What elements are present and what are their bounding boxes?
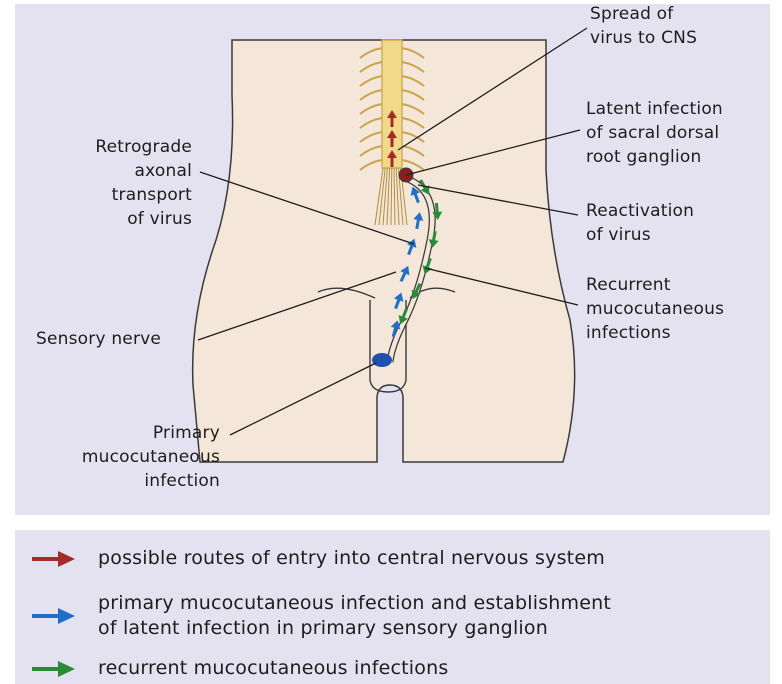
legend-text-primary-2: of latent infection in primary sensory g… bbox=[98, 616, 611, 641]
legend-arrow-red-icon bbox=[30, 549, 76, 569]
legend-text-primary-1: primary mucocutaneous infection and esta… bbox=[98, 591, 611, 616]
legend-arrow-blue-icon bbox=[30, 606, 76, 626]
sensory-nerve-label: Sensory nerve bbox=[36, 327, 161, 351]
legend-item-cns: possible routes of entry into central ne… bbox=[30, 546, 605, 571]
legend-item-primary: primary mucocutaneous infection and esta… bbox=[30, 591, 611, 641]
primary-lesion bbox=[372, 353, 392, 367]
legend-item-recurrent: recurrent mucocutaneous infections bbox=[30, 656, 448, 681]
legend-text-cns: possible routes of entry into central ne… bbox=[98, 546, 605, 571]
legend-text-recurrent: recurrent mucocutaneous infections bbox=[98, 656, 448, 681]
legend-arrow-green-icon bbox=[30, 659, 76, 679]
